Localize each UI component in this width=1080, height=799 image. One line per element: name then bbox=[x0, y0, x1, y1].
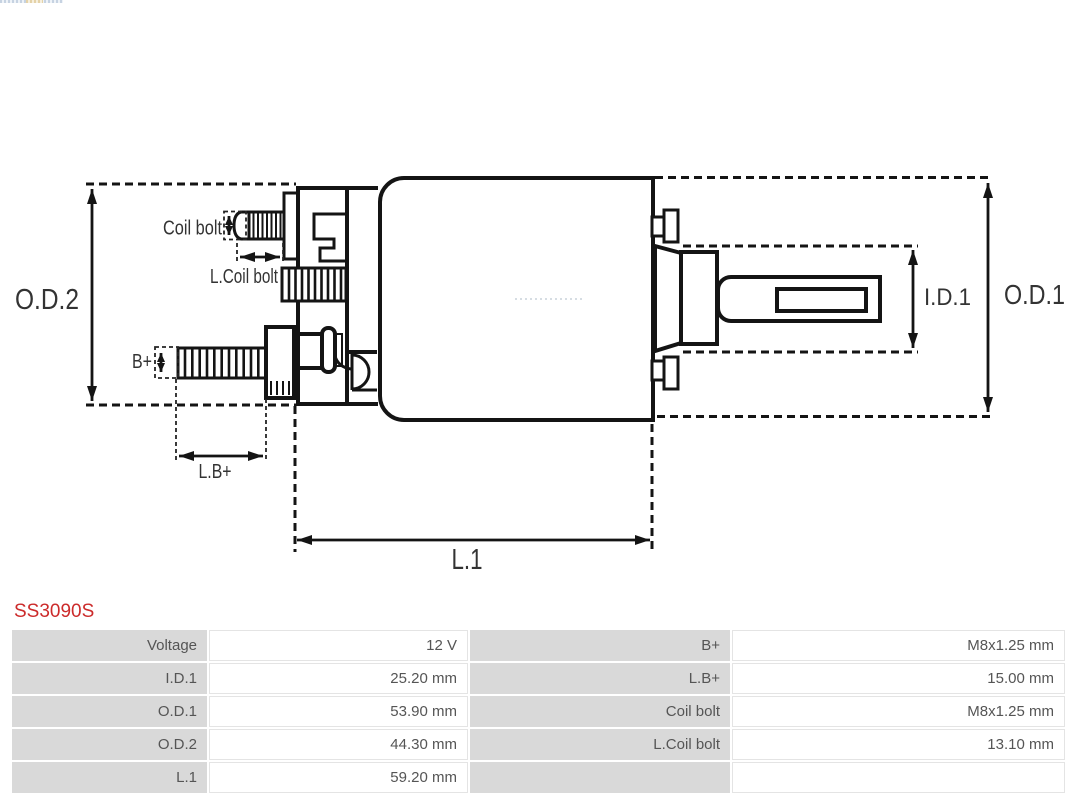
b-plus-label: B+ bbox=[132, 351, 152, 373]
od2-label: O.D.2 bbox=[15, 284, 79, 316]
spec-label-cell: O.D.1 bbox=[12, 696, 207, 727]
spec-label-cell: Voltage bbox=[12, 630, 207, 661]
l-coil-bolt-label: L.Coil bolt bbox=[210, 266, 278, 288]
id1-dimension: I.D.1 bbox=[683, 244, 971, 354]
flange-cutout bbox=[312, 212, 347, 263]
spec-value-cell: 13.10 mm bbox=[732, 729, 1065, 760]
spec-value-cell: 15.00 mm bbox=[732, 663, 1065, 694]
spec-value-cell: M8x1.25 mm bbox=[732, 630, 1065, 661]
spec-label-cell: L.Coil bolt bbox=[470, 729, 730, 760]
spec-label-cell: I.D.1 bbox=[12, 663, 207, 694]
half-moon-notch bbox=[350, 352, 377, 392]
b-plus-stud bbox=[176, 346, 268, 380]
spec-value-cell: 12 V bbox=[209, 630, 468, 661]
b-plus-bracket bbox=[335, 333, 343, 367]
spec-label-cell: B+ bbox=[470, 630, 730, 661]
terminal-bottom bbox=[650, 355, 680, 391]
spec-label-cell bbox=[470, 762, 730, 793]
spec-value-cell: M8x1.25 mm bbox=[732, 696, 1065, 727]
spec-label-cell: L.1 bbox=[12, 762, 207, 793]
l1-label: L.1 bbox=[452, 544, 483, 576]
coil-bolt-dimension: Coil bolt bbox=[163, 210, 247, 241]
spec-label-cell: L.B+ bbox=[470, 663, 730, 694]
spec-value-cell: 25.20 mm bbox=[209, 663, 468, 694]
l-coil-bolt-dimension: L.Coil bolt bbox=[210, 243, 284, 288]
b-plus-washer bbox=[320, 326, 337, 374]
plunger-slot bbox=[775, 287, 868, 313]
flange-fillet bbox=[333, 355, 352, 371]
l1-dimension: L.1 bbox=[293, 406, 654, 576]
artifact-gold-stripe bbox=[26, 0, 43, 3]
b-plus-dimension: B+ bbox=[132, 346, 179, 379]
mounting-tab bbox=[282, 191, 300, 261]
plunger-collar bbox=[679, 250, 719, 346]
id1-label: I.D.1 bbox=[924, 284, 971, 311]
spec-value-cell: 59.20 mm bbox=[209, 762, 468, 793]
top-left-artifact bbox=[0, 0, 63, 3]
part-number: SS3090S bbox=[14, 601, 95, 622]
od2-dimension: O.D.2 bbox=[15, 182, 296, 407]
coil-bolt-label: Coil bolt bbox=[163, 218, 222, 240]
spec-label-cell: O.D.2 bbox=[12, 729, 207, 760]
spec-value-cell: 44.30 mm bbox=[209, 729, 468, 760]
spec-value-cell: 53.90 mm bbox=[209, 696, 468, 727]
od1-label: O.D.1 bbox=[1004, 279, 1065, 310]
lb-plus-dimension: L.B+ bbox=[175, 379, 267, 483]
plunger-taper bbox=[653, 243, 683, 354]
b-plus-hidden-threads bbox=[270, 381, 290, 395]
lb-plus-label: L.B+ bbox=[199, 461, 232, 483]
coil-bolt-stud bbox=[232, 210, 286, 241]
coil-bolt-bushing bbox=[280, 266, 348, 303]
spec-value-cell bbox=[732, 762, 1065, 793]
solenoid-diagram: O.D.2 O.D.1 I.D.1 L.1 L.B+ bbox=[15, 176, 1065, 576]
b-plus-inner-block bbox=[296, 332, 324, 370]
spec-label-cell: Coil bolt bbox=[470, 696, 730, 727]
od1-dimension: O.D.1 bbox=[655, 176, 1065, 418]
terminal-top bbox=[650, 208, 680, 244]
